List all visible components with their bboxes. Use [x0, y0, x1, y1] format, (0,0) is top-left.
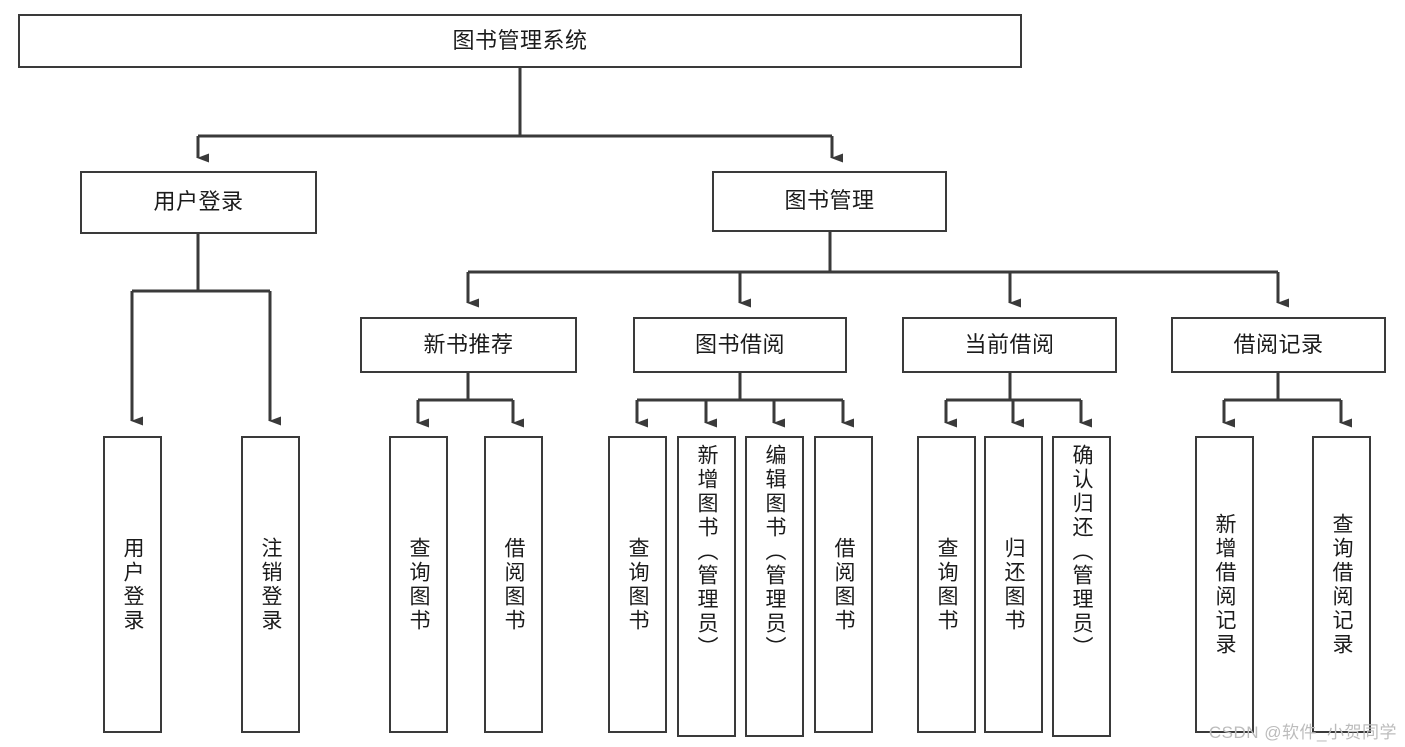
node-book-management[interactable]: 图书管理	[712, 171, 947, 232]
watermark-text: CSDN @软件_小贺同学	[1208, 723, 1397, 742]
leaf-user-login[interactable]: 用户登录	[103, 436, 162, 733]
node-label: 编辑图书（管理员）	[763, 444, 786, 660]
leaf-query-borrow-record[interactable]: 查询借阅记录	[1312, 436, 1371, 733]
node-label: 新增图书（管理员）	[695, 444, 718, 660]
leaf-logout[interactable]: 注销登录	[241, 436, 300, 733]
node-root[interactable]: 图书管理系统	[18, 14, 1022, 68]
leaf-return-book[interactable]: 归还图书	[984, 436, 1043, 733]
node-label: 图书管理	[784, 188, 875, 214]
node-label: 新增借阅记录	[1213, 512, 1236, 657]
leaf-confirm-return-admin[interactable]: 确认归还（管理员）	[1052, 436, 1111, 737]
node-label: 图书管理系统	[452, 27, 588, 53]
leaf-add-borrow-record[interactable]: 新增借阅记录	[1195, 436, 1254, 733]
leaf-add-book-admin[interactable]: 新增图书（管理员）	[677, 436, 736, 737]
node-label: 借阅记录	[1233, 331, 1324, 357]
node-label: 新书推荐	[423, 331, 514, 357]
node-label: 注销登录	[259, 536, 282, 633]
node-label: 查询图书	[407, 536, 430, 633]
node-label: 用户登录	[121, 536, 144, 633]
node-label: 图书借阅	[694, 331, 785, 357]
node-user-login[interactable]: 用户登录	[80, 171, 317, 234]
leaf-borrow-book-recommend[interactable]: 借阅图书	[484, 436, 543, 733]
node-borrow-record[interactable]: 借阅记录	[1171, 317, 1386, 373]
node-label: 用户登录	[153, 189, 244, 215]
node-label: 借阅图书	[832, 536, 855, 633]
node-label: 归还图书	[1002, 536, 1025, 633]
node-label: 确认归还（管理员）	[1070, 444, 1093, 660]
node-label: 当前借阅	[964, 331, 1055, 357]
leaf-query-book-borrow[interactable]: 查询图书	[608, 436, 667, 733]
node-label: 查询借阅记录	[1330, 512, 1353, 657]
leaf-query-book-recommend[interactable]: 查询图书	[389, 436, 448, 733]
node-book-borrow[interactable]: 图书借阅	[633, 317, 847, 373]
leaf-query-book-current[interactable]: 查询图书	[917, 436, 976, 733]
leaf-borrow-book[interactable]: 借阅图书	[814, 436, 873, 733]
node-current-borrow[interactable]: 当前借阅	[902, 317, 1117, 373]
node-new-book-recommend[interactable]: 新书推荐	[360, 317, 577, 373]
node-label: 查询图书	[626, 536, 649, 633]
node-label: 查询图书	[935, 536, 958, 633]
leaf-edit-book-admin[interactable]: 编辑图书（管理员）	[745, 436, 804, 737]
node-label: 借阅图书	[502, 536, 525, 633]
